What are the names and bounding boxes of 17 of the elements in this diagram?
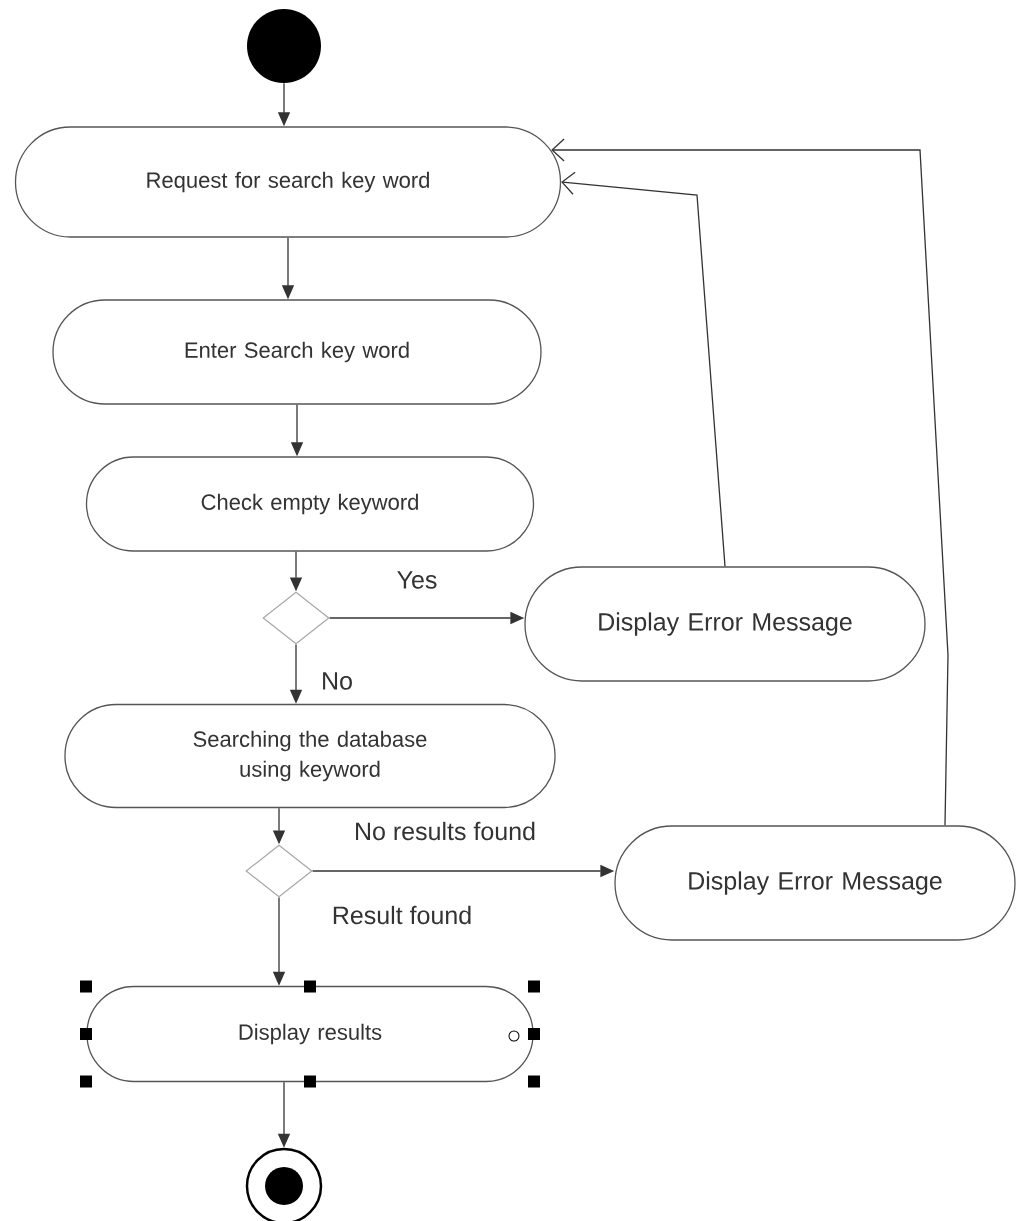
initial-node [247,9,321,83]
activity-box: Searching the database using keyword [64,703,556,809]
activity-box: Request for search key word [14,126,562,238]
activity-box: Display Error Message [614,825,1016,941]
arrow [551,138,949,826]
activity-box: Enter Search key word [52,299,542,405]
edge-label: No results found [353,820,537,842]
activity-box: Check empty keyword [85,456,535,552]
final-node [245,1147,323,1221]
edge-label: No [320,671,354,691]
activity-box: Display Error Message [524,566,926,682]
decision-diamond [245,844,313,898]
arrow [561,171,726,567]
decision-diamond [262,591,330,645]
edge-label: Yes [395,570,439,590]
activity-box: Display results [86,985,534,1083]
edge-label: Result found [330,904,474,926]
